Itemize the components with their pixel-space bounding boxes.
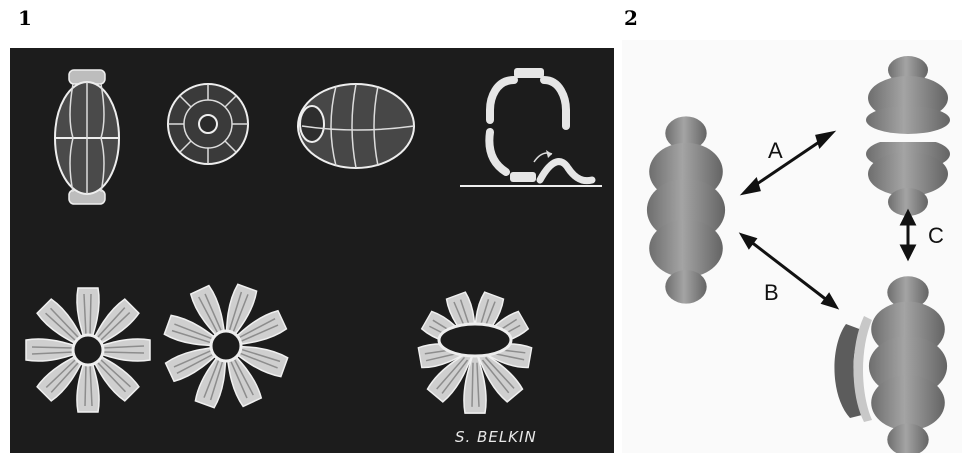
open-flower-drawing-3: [418, 292, 532, 413]
half-section-schematic-drawing: [460, 68, 602, 186]
open-flower-drawing-2: [164, 284, 288, 408]
label-c: C: [928, 223, 944, 248]
panel-2-models: A B C: [622, 40, 962, 453]
label-b: B: [764, 280, 779, 305]
arrow-c: [902, 212, 914, 258]
open-flower-drawing-1: [26, 288, 150, 412]
artist-signature: S. BELKIN: [455, 428, 537, 446]
arrow-a: [744, 133, 832, 193]
panel-2-number: 2: [624, 6, 638, 30]
closed-particle-side-drawing: [55, 70, 119, 204]
panel-1-drawing: S. BELKIN: [10, 48, 614, 453]
panel-2-svg: A B C: [622, 40, 962, 453]
split-halves-model: [864, 56, 952, 216]
panel-1-svg: S. BELKIN: [10, 48, 614, 453]
closed-particle-oblique-drawing: [298, 84, 414, 168]
closed-particle-top-drawing: [168, 84, 248, 164]
opening-vault-model: [834, 276, 947, 453]
closed-vault-model: [647, 116, 725, 303]
arrow-b: [742, 235, 836, 307]
panel-1-number: 1: [18, 6, 32, 30]
label-a: A: [768, 138, 783, 163]
